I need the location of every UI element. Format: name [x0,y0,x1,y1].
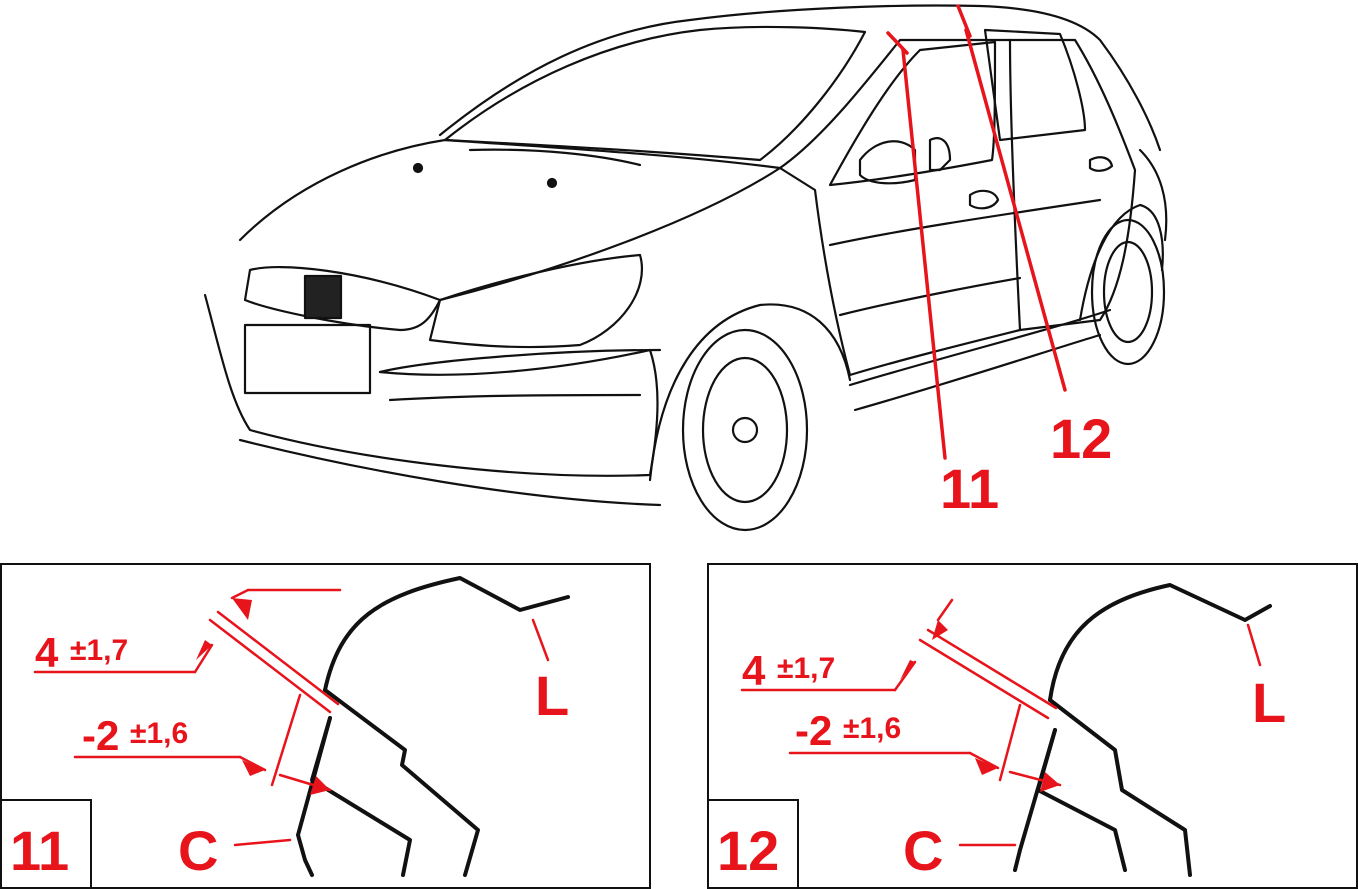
car-side-window-rear [983,28,1087,142]
panel-12-dim-b-tol: ±1,6 [843,712,901,745]
car-front-wheel [681,328,809,532]
car-door-front [778,38,1022,377]
car-front-wheel-arch [648,303,852,482]
callout-11: 11 [940,457,999,520]
panel-12-id-box [707,799,799,889]
panel-11-dim-a-tol: ±1,7 [70,634,128,667]
car-rear-wheel [1090,218,1166,366]
panel-12-seal-inner [1036,728,1127,872]
detail-panel-12: 12 4 ±1,7 -2 ±1,6 L C [707,563,1358,889]
panel-12-label-l: L [1252,671,1286,734]
panel-11-roof-profile [323,576,570,692]
panel-12-id: 12 [717,819,779,882]
panel-11-label-l: L [535,664,569,727]
marker-12-leader [964,28,1067,392]
car-door-rear [1008,38,1137,332]
panel-11-id: 11 [10,819,69,882]
panel-12-seal-c [1013,728,1057,872]
panel-11-seal-c [296,716,332,877]
marker-11-leader [901,48,947,460]
panel-12-dim-a-main: 4 [742,647,766,694]
car-wiper [468,148,642,167]
panel-11-label-c: C [178,819,218,882]
car-side-moulding [838,276,1022,317]
car-side-window-front [828,40,997,187]
panel-12-label-c: C [903,819,943,882]
car-front-bumper [203,293,659,477]
car-license-plate [243,323,372,395]
car-headlight [428,253,643,349]
panel-12-roof-profile [1048,583,1272,702]
detail-panel-11: 11 4 ±1,7 -2 ±1,6 [0,563,651,889]
panel-11-dim-b-tol: ±1,6 [130,717,188,750]
panel-11-id-box [0,799,92,889]
car-roof-line [438,4,1162,152]
panel-11-seal-outer [323,688,480,877]
car-section-markers [886,4,1067,460]
car-grille [243,266,442,332]
car-badge [303,274,343,320]
panel-11-dim-b-main: -2 [82,712,119,759]
panel-11-dim-a-main: 4 [35,629,59,676]
car-windshield [443,25,867,162]
panel-12-dim-b-main: -2 [795,707,832,754]
car-illustration [203,4,1168,532]
callout-12: 12 [1050,407,1112,470]
car-hood [238,138,782,302]
panel-12-dim-a-tol: ±1,7 [777,652,835,685]
car-rear-wheel-arch [1078,203,1164,322]
panel-12-seal-outer [1048,698,1192,877]
